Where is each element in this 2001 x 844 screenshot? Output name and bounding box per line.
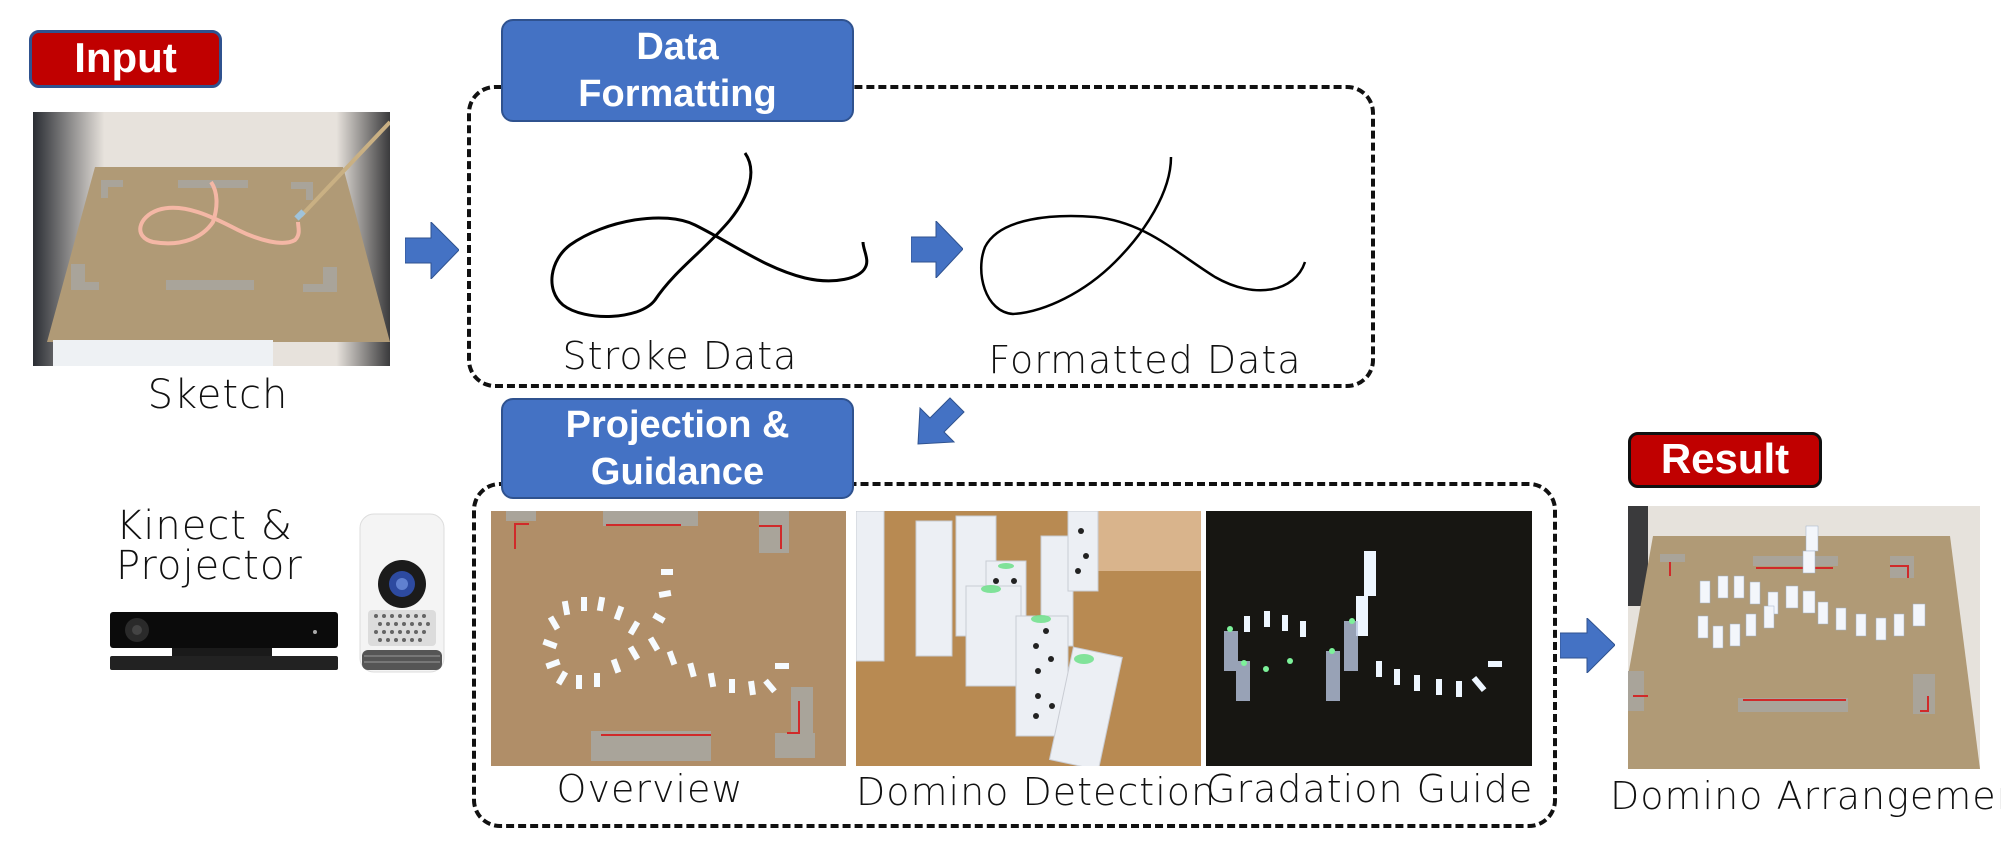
gradation-guide-photo — [1206, 511, 1532, 766]
kinect-icon — [110, 612, 338, 672]
hardware-label-line1: Kinect & — [116, 503, 293, 549]
formatted-data-curve — [975, 152, 1310, 322]
domino-detection-caption: Domino Detection — [856, 770, 1217, 814]
overview-caption: Overview — [556, 767, 744, 811]
stroke-data-curve — [545, 150, 875, 325]
domino-arrangement-caption: Domino Arrangement — [1610, 774, 2001, 818]
result-badge-label: Result — [1660, 435, 1790, 482]
domino-arrangement-photo — [1628, 506, 1980, 769]
sketch-photo — [33, 112, 390, 366]
input-badge: Input — [29, 30, 222, 88]
overview-photo — [491, 511, 846, 766]
diagonal-arrow-icon — [916, 396, 966, 446]
projection-guidance-badge-line1: Projection & — [565, 404, 790, 447]
result-badge: Result — [1628, 432, 1822, 488]
stroke-data-caption: Stroke Data — [562, 334, 798, 378]
formatted-data-caption: Formatted Data — [988, 338, 1302, 382]
projection-guidance-badge: Projection & Guidance — [501, 398, 854, 499]
sketch-caption: Sketch — [147, 372, 289, 418]
domino-detection-photo — [856, 511, 1201, 766]
data-formatting-badge: Data Formatting — [501, 19, 854, 122]
data-formatting-badge-line1: Data — [636, 26, 719, 69]
input-badge-label: Input — [74, 34, 177, 81]
hardware-label-line2: Projector — [116, 543, 303, 589]
right-arrow-icon — [1560, 618, 1615, 673]
gradation-guide-caption: Gradation Guide — [1206, 767, 1534, 811]
projector-icon — [356, 512, 448, 676]
right-arrow-icon — [405, 222, 459, 279]
projection-guidance-group — [472, 482, 1557, 828]
right-arrow-icon — [911, 221, 963, 278]
projection-guidance-badge-line2: Guidance — [590, 450, 765, 493]
data-formatting-group — [467, 85, 1375, 388]
hardware-label: Kinect & Projector — [116, 506, 303, 586]
data-formatting-badge-line2: Formatting — [578, 72, 777, 115]
